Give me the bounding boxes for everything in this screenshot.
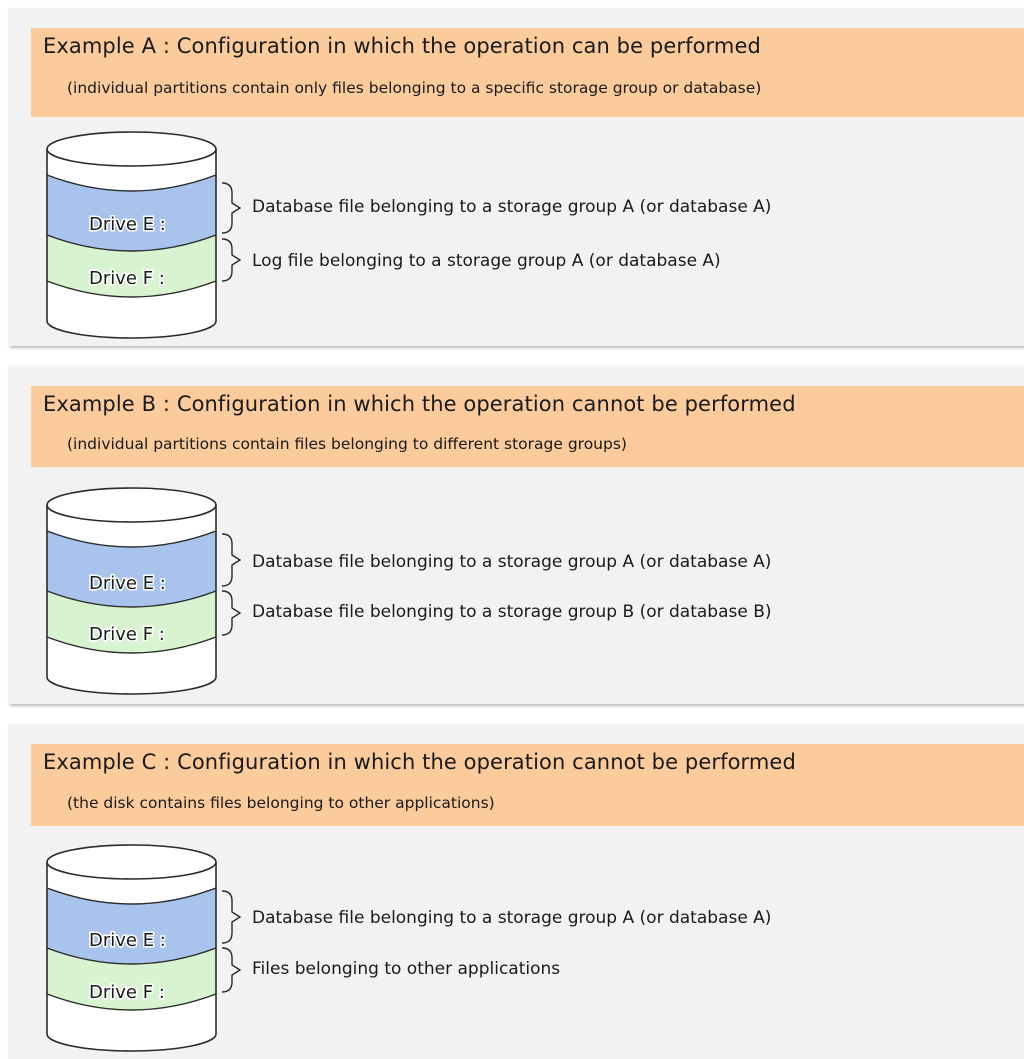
- example-b-description-2: Database file belonging to a storage gro…: [252, 602, 772, 622]
- example-b-brace-1: [221, 533, 242, 587]
- example-b-drive-f-segment: [47, 591, 216, 653]
- example-b-subtitle: (individual partitions contain files bel…: [67, 435, 627, 453]
- example-a-disk-diagram: Drive E : Drive F :: [46, 131, 242, 339]
- example-c-subtitle: (the disk contains files belonging to ot…: [67, 794, 495, 812]
- example-a-title-band: Example A : Configuration in which the o…: [31, 28, 1024, 117]
- example-c-title-band: Example C : Configuration in which the o…: [31, 744, 1024, 826]
- example-b-drive-e-segment: [47, 531, 216, 607]
- example-c-description-2: Files belonging to other applications: [252, 959, 561, 979]
- example-c-brace-1: [221, 890, 242, 944]
- example-c-drive-f-label: Drive F :: [89, 982, 165, 1003]
- example-b-disk-diagram: Drive E : Drive F :: [46, 487, 242, 695]
- example-b-description-1: Database file belonging to a storage gro…: [252, 552, 772, 572]
- example-a-brace-2: [221, 238, 242, 282]
- example-a-panel: Example A : Configuration in which the o…: [9, 8, 1024, 346]
- example-c-panel: Example C : Configuration in which the o…: [9, 724, 1024, 1059]
- example-b-title-band: Example B : Configuration in which the o…: [31, 386, 1024, 467]
- example-b-drive-e-label: Drive E :: [89, 573, 166, 594]
- example-a-disk-top: [46, 131, 217, 167]
- example-a-subtitle: (individual partitions contain only file…: [67, 79, 762, 97]
- example-c-drive-e-segment: [47, 888, 216, 964]
- example-c-disk-top: [46, 844, 217, 880]
- example-a-title: Example A : Configuration in which the o…: [43, 34, 761, 58]
- example-b-disk-top: [46, 487, 217, 523]
- example-c-drive-f-segment: [47, 948, 216, 1010]
- example-a-description-1: Database file belonging to a storage gro…: [252, 197, 772, 217]
- example-b-panel: Example B : Configuration in which the o…: [9, 366, 1024, 704]
- example-c-drive-e-label: Drive E :: [89, 930, 166, 951]
- example-b-brace-2: [221, 590, 242, 636]
- example-c-description-1: Database file belonging to a storage gro…: [252, 908, 772, 928]
- example-c-disk-diagram: Drive E : Drive F :: [46, 844, 242, 1052]
- example-a-drive-e-segment: [47, 175, 216, 251]
- example-b-title: Example B : Configuration in which the o…: [43, 392, 796, 416]
- example-b-drive-f-label: Drive F :: [89, 624, 165, 645]
- example-c-brace-2: [221, 947, 242, 993]
- example-a-drive-e-label: Drive E :: [89, 214, 166, 235]
- example-a-drive-f-label: Drive F :: [89, 268, 165, 289]
- example-a-brace-1: [221, 182, 242, 234]
- example-a-drive-f-segment: [47, 235, 216, 297]
- example-a-description-2: Log file belonging to a storage group A …: [252, 251, 721, 271]
- example-c-title: Example C : Configuration in which the o…: [43, 750, 796, 774]
